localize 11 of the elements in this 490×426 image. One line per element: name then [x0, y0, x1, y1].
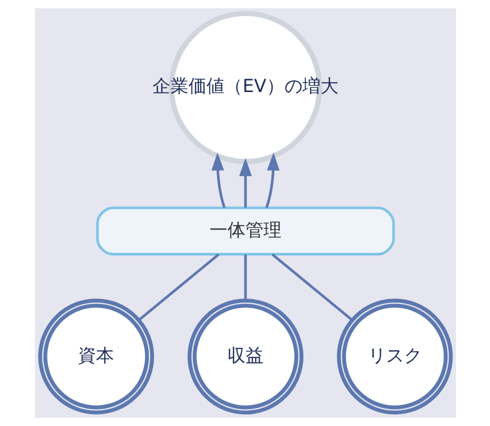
arrow [210, 152, 226, 208]
connector [244, 254, 246, 300]
node-box: 一体管理 [96, 206, 394, 256]
node-circle: 収益 [187, 298, 303, 414]
node-label: 企業価値（EV）の増大 [152, 76, 338, 98]
arrow [238, 158, 252, 208]
node-circle: リスク [336, 298, 452, 414]
connector [271, 253, 352, 322]
node-circle: 資本 [38, 298, 154, 414]
connector [138, 253, 219, 322]
arrow [264, 152, 280, 208]
